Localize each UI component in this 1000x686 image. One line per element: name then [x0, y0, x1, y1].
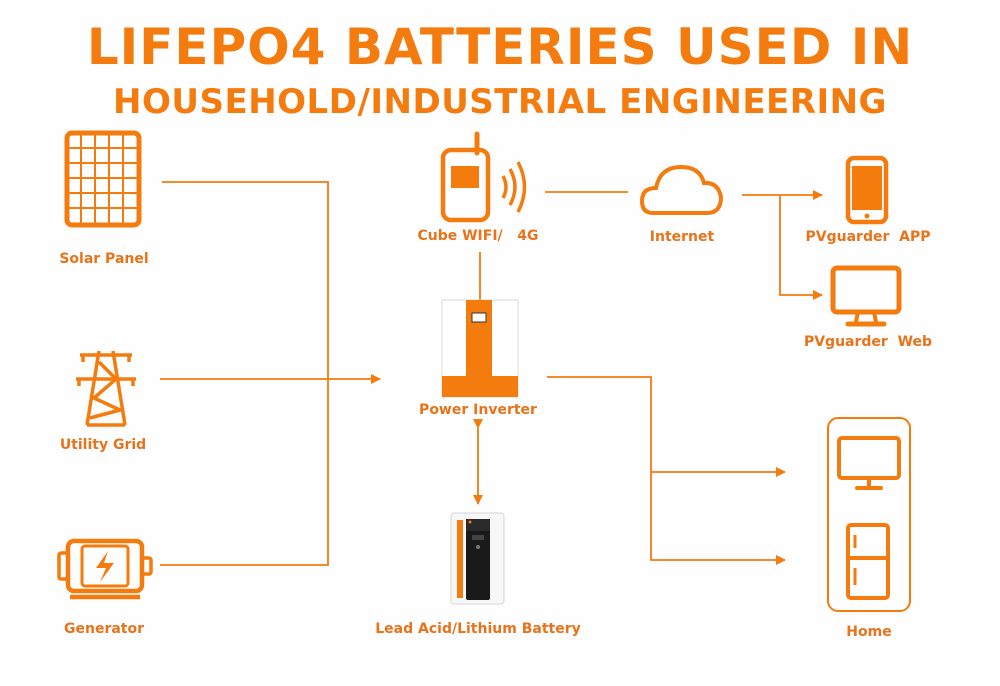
- connector-lines: [160, 181, 823, 566]
- monitor-icon: [830, 265, 902, 327]
- inverter-to-home-line: [547, 376, 786, 565]
- cube-wifi-icon: [440, 131, 527, 223]
- internet-cloud-icon: [639, 164, 724, 215]
- home-icon: [827, 417, 911, 612]
- generator-label: Generator: [63, 621, 145, 637]
- utility-grid-label: Utility Grid: [59, 437, 147, 453]
- utility-grid-icon: [76, 350, 136, 427]
- page-title: LIFEPO4 BATTERIES USED IN: [86, 18, 914, 76]
- phone-icon: [845, 155, 889, 225]
- solar-panel-label: Solar Panel: [59, 251, 149, 267]
- internet-to-web-line: [779, 195, 823, 300]
- solar-to-inverter-line: [160, 181, 329, 566]
- power-inverter-icon: [441, 299, 519, 398]
- pvguarder-app-label: PVguarder APP: [805, 229, 931, 245]
- internet-label: Internet: [649, 229, 715, 245]
- battery-icon: [450, 512, 505, 605]
- pvguarder-web-label: PVguarder Web: [803, 334, 933, 350]
- cube-wifi-label: Cube WIFI/ 4G: [417, 228, 539, 244]
- solar-panel-icon: [64, 130, 142, 228]
- generator-icon: [57, 538, 153, 600]
- power-inverter-label: Power Inverter: [419, 402, 537, 418]
- battery-label: Lead Acid/Lithium Battery: [375, 621, 581, 637]
- home-label: Home: [846, 624, 892, 640]
- page-subtitle: HOUSEHOLD/INDUSTRIAL ENGINEERING: [113, 82, 887, 122]
